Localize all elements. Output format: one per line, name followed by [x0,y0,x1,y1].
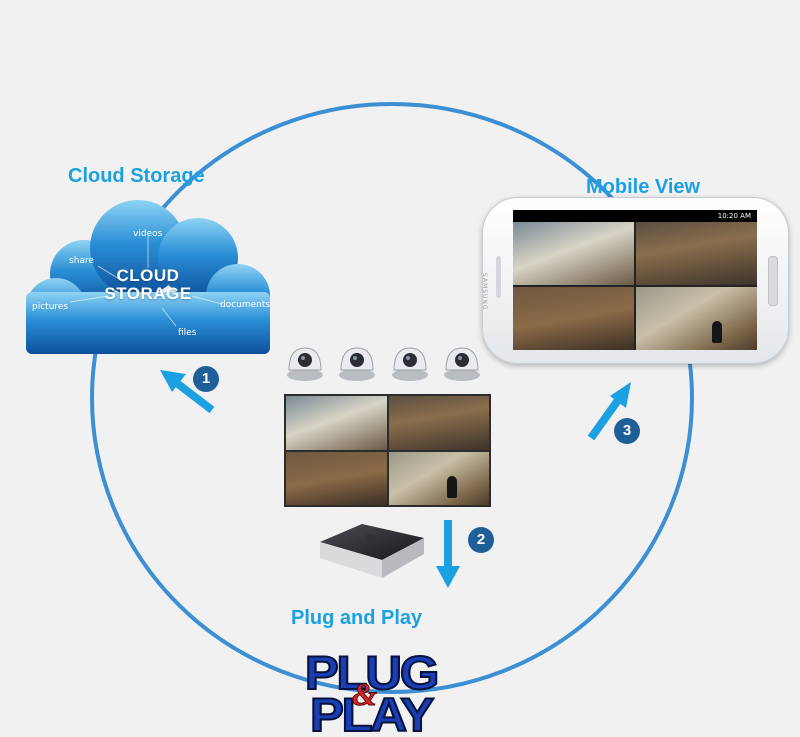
cloud-storage-graphic: videos share pictures documents files CL… [26,196,270,354]
cloud-title-line1: CLOUD [116,266,180,285]
mobile-feed-4 [636,287,757,350]
smartphone-icon: SAMSUNG 10:20 AM [481,197,789,364]
cloud-word-share: share [69,256,94,266]
phone-status-bar: 10:20 AM [513,210,757,222]
cloud-word-documents: documents [220,300,271,310]
cloud-word-files: files [178,328,197,338]
arrow-icon [160,370,215,414]
plug-and-play-heading: Plug and Play [291,607,423,629]
cloud-storage-heading: Cloud Storage [68,165,205,187]
logo-word-play: PLAY [309,688,435,737]
dome-camera-icon [287,347,323,381]
phone-status-time: 10:20 AM [717,212,751,220]
plug-and-play-logo: PLUG PLAY & [300,649,442,737]
monitor-feed-3 [286,451,387,505]
cloud-word-videos: videos [133,229,163,239]
phone-speaker [496,256,501,298]
arrow-icon [436,520,460,588]
logo-word-plug: PLUG [304,649,441,699]
dome-camera-icon [339,347,375,381]
monitor-feed-4 [388,451,489,505]
phone-screen: 10:20 AM [513,210,757,350]
feed-person [446,475,457,498]
mobile-feed-1 [513,222,634,285]
mobile-view-heading: Mobile View [586,176,701,198]
cloud-title-line2: STORAGE [104,284,192,303]
dvr-recorder-icon [320,524,424,578]
mobile-feed-3 [513,287,634,350]
step-badge-3: 3 [614,418,640,444]
logo-ampersand: & [352,676,378,713]
phone-home-button [768,256,778,306]
dome-camera-icon [392,347,428,381]
feed-person [712,321,722,343]
step-badge-2: 2 [468,527,494,553]
cloud-icon [26,200,270,354]
arrow-icon [587,382,631,441]
mobile-feed-2 [636,222,757,285]
cloud-word-pictures: pictures [32,302,69,312]
camera-feed-monitor [284,394,491,507]
step-badge-1: 1 [193,366,219,392]
monitor-feed-2 [388,396,489,450]
monitor-feed-1 [286,396,387,450]
mobile-camera-feeds [513,222,757,350]
dome-camera-icon [444,347,480,381]
